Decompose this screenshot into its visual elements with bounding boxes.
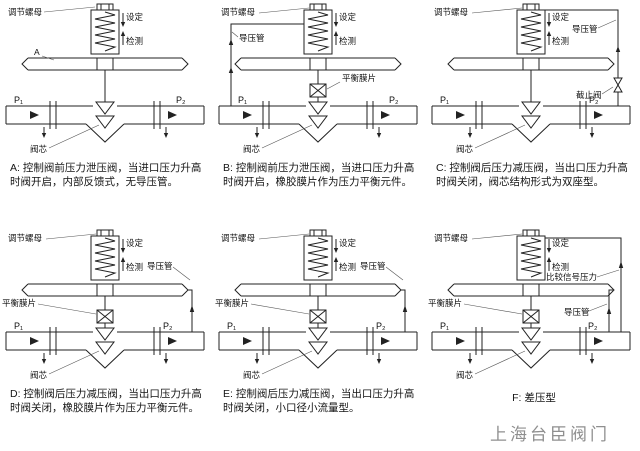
valve-diagram-e: 调节螺母 设定 检测 导压管 平衡膜片 P₁ P₂ 阀芯: [215, 229, 418, 380]
label-p2: P₂: [176, 95, 186, 105]
valve-diagram-d: 调节螺母 设定 检测 导压管 平衡膜片 P₁ P₂ 阀芯: [2, 229, 205, 380]
label-adjust-nut: 调节螺母: [221, 233, 255, 243]
label-balance-diaphragm: 平衡膜片: [428, 298, 462, 308]
label-balance-diaphragm: 平衡膜片: [342, 73, 376, 83]
label-pilot-pipe: 导压管: [360, 261, 386, 271]
label-core: 阀芯: [243, 144, 261, 154]
label-detect: 检测: [552, 36, 569, 46]
label-pilot-pipe: 导压管: [239, 33, 265, 43]
label-pilot-pipe: 导压管: [572, 24, 598, 34]
valve-diagram-a: 调节螺母 设定 检测 A P₁ P₂ 阀芯: [5, 3, 205, 154]
label-set: 设定: [552, 12, 570, 22]
panel-f: 调节螺母 设定 检测 比较信号压力 导压管 平衡膜片 P₁ P₂ 阀芯 F: 差…: [426, 226, 640, 451]
label-p1: P₁: [440, 321, 449, 331]
label-core: 阀芯: [30, 144, 48, 154]
label-pilot-pipe: 导压管: [147, 261, 173, 271]
label-core: 阀芯: [30, 370, 48, 380]
watermark-text: 上海台臣阀门: [490, 425, 610, 444]
label-stop-valve: 截止阀: [576, 90, 602, 100]
valve-diagram-f: 调节螺母 设定 检测 比较信号压力 导压管 平衡膜片 P₁ P₂ 阀芯: [428, 229, 631, 380]
panel-a: 调节螺母 设定 检测 A P₁ P₂ 阀芯 A: 控制阀前压力泄压阀，当进口压力…: [0, 0, 213, 225]
label-detect: 检测: [552, 262, 569, 272]
valve-diagram-c: 调节螺母 设定 检测 导压管 截止阀 P₁ P₂ 阀芯: [431, 3, 631, 154]
label-core: 阀芯: [456, 370, 474, 380]
label-p1: P₁: [227, 321, 236, 331]
caption-d: D: 控制阀后压力减压阀，当出口压力升高时阀关闭，橡胶膜片作为压力平衡元件。: [10, 388, 202, 414]
caption-e: E: 控制阀后压力减压阀，当出口压力升高时阀关闭，小口径小流量型。: [223, 388, 415, 414]
label-p2: P₂: [163, 321, 173, 331]
label-p2: P₂: [589, 95, 599, 105]
label-pilot-pipe: 导压管: [564, 307, 590, 317]
label-set: 设定: [126, 238, 144, 248]
label-detect: 检测: [126, 262, 143, 272]
label-core: 阀芯: [456, 144, 474, 154]
panel-c: 调节螺母 设定 检测 导压管 截止阀 P₁ P₂ 阀芯 C: 控制阀后压力减压阀…: [426, 0, 640, 225]
caption-a: A: 控制阀前压力泄压阀，当进口压力升高时阀开启，内部反馈式，无导压管。: [10, 162, 202, 188]
label-adjust-nut: 调节螺母: [434, 233, 468, 243]
label-p1: P₁: [14, 95, 23, 105]
label-p2: P₂: [376, 321, 386, 331]
label-p1: P₁: [14, 321, 23, 331]
label-p1: P₁: [440, 95, 449, 105]
label-compare-signal: 比较信号压力: [546, 272, 597, 282]
panel-e: 调节螺母 设定 检测 导压管 平衡膜片 P₁ P₂ 阀芯 E: 控制阀后压力减压…: [213, 226, 426, 451]
label-set: 设定: [552, 238, 570, 248]
label-mark-a: A: [34, 47, 40, 57]
label-p2: P₂: [389, 95, 399, 105]
label-detect: 检测: [126, 36, 143, 46]
label-adjust-nut: 调节螺母: [8, 233, 42, 243]
label-set: 设定: [339, 12, 357, 22]
label-set: 设定: [126, 12, 144, 22]
panel-d: 调节螺母 设定 检测 导压管 平衡膜片 P₁ P₂ 阀芯 D: 控制阀后压力减压…: [0, 226, 213, 451]
label-balance-diaphragm: 平衡膜片: [215, 298, 249, 308]
label-p1: P₁: [238, 95, 247, 105]
label-balance-diaphragm: 平衡膜片: [2, 298, 36, 308]
caption-b: B: 控制阀前压力泄压阀，当进口压力升高时阀开启，橡胶膜片作为压力平衡元件。: [223, 162, 415, 188]
label-adjust-nut: 调节螺母: [221, 7, 255, 17]
label-adjust-nut: 调节螺母: [8, 7, 42, 17]
label-detect: 检测: [339, 36, 356, 46]
label-core: 阀芯: [243, 370, 261, 380]
panel-b: 调节螺母 设定 检测 导压管 平衡膜片 P₁ P₂ 阀芯 B: 控制阀前压力泄压…: [213, 0, 426, 225]
label-detect: 检测: [339, 262, 356, 272]
caption-f: F: 差压型: [512, 392, 556, 404]
valve-diagram-b: 调节螺母 设定 检测 导压管 平衡膜片 P₁ P₂ 阀芯: [218, 3, 418, 154]
label-adjust-nut: 调节螺母: [434, 7, 468, 17]
label-p2: P₂: [588, 321, 598, 331]
caption-c: C: 控制阀后压力减压阀，当出口压力升高时阀关闭，阀芯结构形式为双座型。: [436, 162, 628, 188]
label-set: 设定: [339, 238, 357, 248]
